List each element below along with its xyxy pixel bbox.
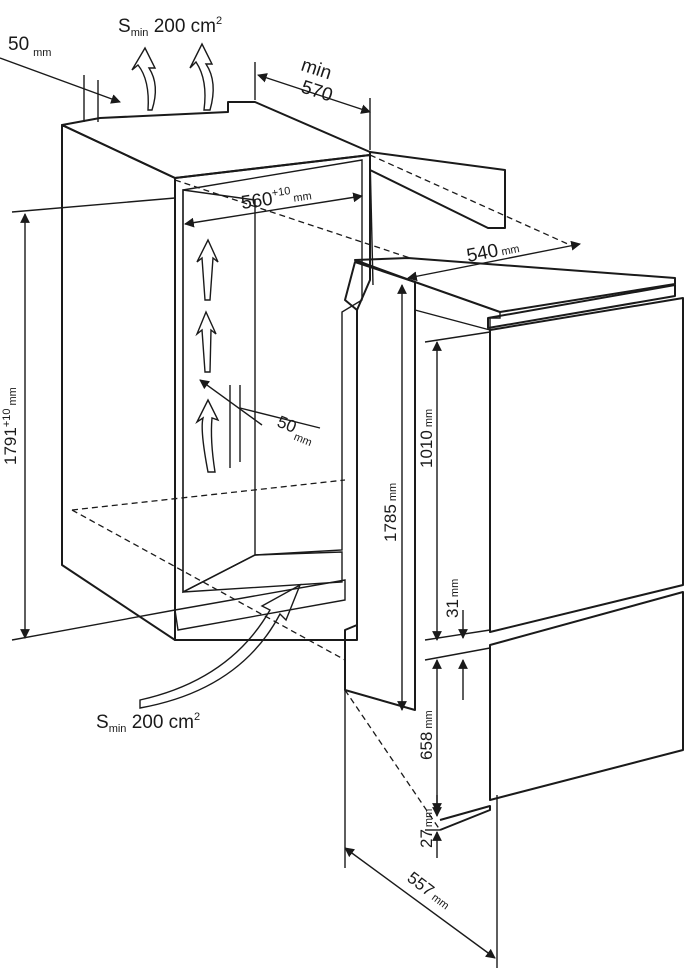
appliance-width-label: 540mm xyxy=(465,236,521,267)
plinth-label: 27mm xyxy=(417,809,436,848)
upper-door-label: 1010mm xyxy=(417,409,436,468)
appliance-side xyxy=(344,261,416,711)
vent-bottom-label: Smin 200 cm2 xyxy=(96,711,200,735)
niche-height-label: 1791+10mm xyxy=(1,387,20,465)
appliance-height-label: 1785mm xyxy=(381,483,400,542)
cabinet-interior xyxy=(182,159,363,594)
depth-min-value: 570 xyxy=(298,77,335,107)
airflow-arrows xyxy=(131,42,302,709)
vent-top-label: Smin 200 cm2 xyxy=(118,15,222,39)
dimension-lines xyxy=(0,57,581,968)
gap-side-label: 50mm xyxy=(273,412,318,449)
appliance xyxy=(344,257,684,831)
cabinet-front-frame xyxy=(174,154,371,641)
lower-door-label: 658mm xyxy=(417,710,436,760)
appliance-depth-label: 557mm xyxy=(404,868,455,913)
cabinet xyxy=(61,101,506,641)
niche-width-label: 560+10mm xyxy=(240,182,313,214)
door-gap-label: 31mm xyxy=(443,579,462,618)
bottom-vent-slot xyxy=(174,579,346,631)
upper-door xyxy=(489,297,684,633)
lower-door xyxy=(489,591,684,801)
